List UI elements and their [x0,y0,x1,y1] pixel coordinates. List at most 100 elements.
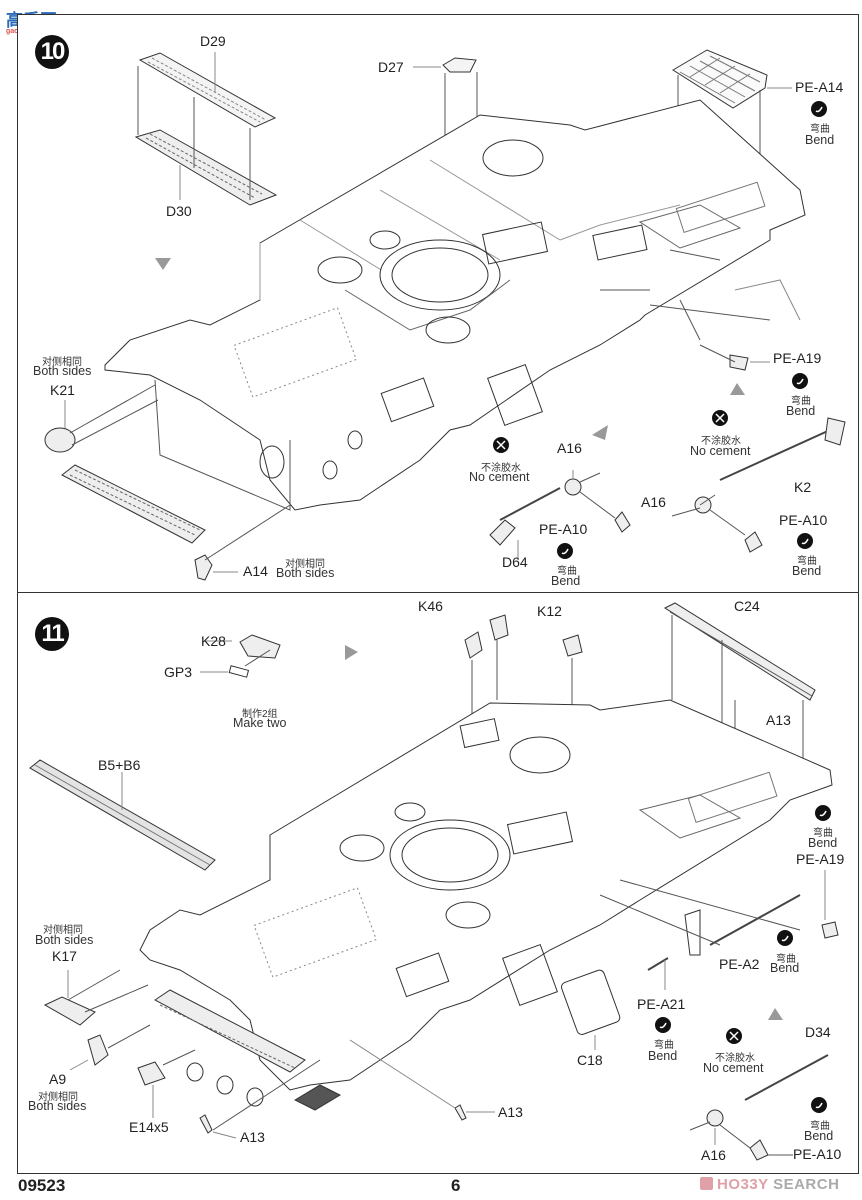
bend-icon [792,373,808,389]
part-label-a16: A16 [701,1147,726,1163]
bend-icon [655,1017,671,1033]
part-label-c18: C18 [577,1052,603,1068]
both-sides-label-cn: 对侧相同 [42,357,82,368]
hull-step11-drawing [139,699,833,1111]
no-cement-icon [712,410,728,426]
watermark: HO33Y SEARCH [700,1176,839,1193]
bend-icon [797,533,813,549]
bend-label-en: Bend [551,574,581,588]
both-sides-label-en: Both sides [35,933,94,947]
part-label-k12: K12 [537,603,562,619]
both-sides-label-en: Both sides [33,364,92,378]
make-two-label-en: Make two [233,716,287,730]
no-cement-icon [493,437,509,453]
tool-d64-drawing [489,470,631,560]
bend-label-en: Bend [792,564,822,578]
part-label-pe-a10: PE-A10 [779,512,828,528]
part-label-c24: C24 [734,598,760,614]
part-label-d34: D34 [805,1024,831,1040]
direction-arrow-icon [345,645,783,1020]
bend-label-cn: 弯曲 [813,828,833,839]
both-sides-label-cn: 对侧相同 [38,1092,78,1103]
both-sides-label-cn: 对侧相同 [43,925,83,936]
part-label-a16: A16 [557,440,582,456]
part-label-d29: D29 [200,33,226,49]
part-label-gp3: GP3 [164,664,193,680]
part-label-a13: A13 [498,1104,523,1120]
watermark-suffix: SEARCH [768,1176,840,1193]
part-label-d64: D64 [502,554,528,570]
bend-label-cn: 弯曲 [791,396,811,407]
bend-icon [557,543,573,559]
part-label-a16: A16 [641,494,666,510]
bend-label-en: Bend [808,836,838,850]
part-a13-bottom-drawing [199,1059,321,1139]
bend-label-cn: 弯曲 [810,1121,830,1132]
part-label-k46: K46 [418,598,443,614]
part-label-k21: K21 [50,382,75,398]
watermark-prefix: HO33Y [717,1176,769,1193]
bend-icon [811,101,827,117]
part-d30-drawing [134,129,278,206]
part-c18-drawing [561,969,621,1050]
bend-label-cn: 弯曲 [654,1040,674,1051]
part-label-a9: A9 [49,1071,67,1087]
part-label-b5-b6: B5+B6 [98,757,141,773]
part-label-pe-a10: PE-A10 [793,1146,842,1162]
part-label-pe-a14: PE-A14 [795,79,844,95]
kit-number: 09523 [18,1176,66,1195]
no-cement-label-cn: 不涂胶水 [481,463,521,474]
part-a14-drawing [194,504,291,581]
part-a9-drawing [69,1024,151,1071]
part-label-k28: K28 [201,633,226,649]
tool-k2-drawing [600,249,846,553]
both-sides-label-en: Both sides [276,566,335,580]
part-k17-drawing [43,969,149,1026]
part-label-k17: K17 [52,948,77,964]
step-number-10: 10 [35,35,69,69]
bend-icon [777,930,793,946]
part-label-e14x5: E14x5 [129,1119,169,1135]
part-k46-k12-drawing [464,614,583,720]
tools-step11-drawing [599,870,839,1161]
bend-icon [811,1097,827,1113]
bend-label-cn: 弯曲 [776,954,796,965]
part-a13-mid-drawing [349,1039,495,1121]
both-sides-label-en: Both sides [28,1099,87,1113]
part-label-a13: A13 [240,1129,265,1145]
bend-label-en: Bend [804,1129,834,1143]
bend-label-en: Bend [648,1049,678,1063]
part-label-a14: A14 [243,563,268,579]
watermark-logo-icon [700,1177,713,1190]
bend-label-cn: 弯曲 [797,556,817,567]
both-sides-label-cn: 对侧相同 [285,559,325,570]
part-label-pe-a19: PE-A19 [773,350,822,366]
part-e14-drawing [137,1049,196,1118]
no-cement-label-en: No cement [469,470,530,484]
part-label-d27: D27 [378,59,404,75]
no-cement-label-en: No cement [690,444,751,458]
make-two-label-cn: 制作2组 [242,709,278,720]
part-k28-drawing [200,634,281,678]
no-cement-label-cn: 不涂胶水 [715,1053,755,1064]
hull-step10-drawing [104,99,806,511]
bend-label-en: Bend [786,404,816,418]
bend-label-cn: 弯曲 [810,124,830,135]
part-c24-drawing [663,602,816,770]
part-d29-drawing [138,52,277,128]
no-cement-icon [726,1028,742,1044]
part-label-pe-a19: PE-A19 [796,851,845,867]
part-label-k2: K2 [794,479,812,495]
direction-arrow-icon [155,258,745,440]
part-label-a13: A13 [766,712,791,728]
part-label-pe-a2: PE-A2 [719,956,760,972]
no-cement-label-cn: 不涂胶水 [701,436,741,447]
step-number-11: 11 [35,617,69,651]
part-label-pe-a10: PE-A10 [539,521,588,537]
no-cement-label-en: No cement [703,1061,764,1075]
part-label-pe-a21: PE-A21 [637,996,686,1012]
part-k21-drawing [44,384,159,453]
page-number: 6 [451,1176,461,1195]
bend-label-en: Bend [770,961,800,975]
